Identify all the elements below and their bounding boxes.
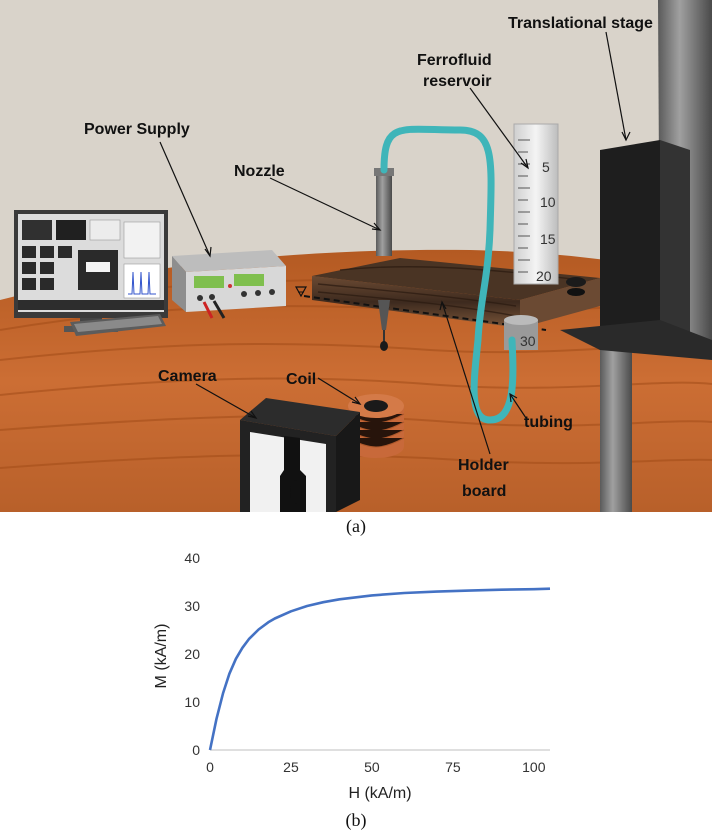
x-tick-label: 100	[522, 759, 546, 775]
camera	[240, 398, 360, 512]
label-coil: Coil	[286, 371, 316, 388]
x-tick-label: 25	[283, 759, 299, 775]
label-tubing: tubing	[524, 414, 573, 431]
label-nozzle: Nozzle	[234, 163, 285, 180]
y-tick-label: 40	[184, 550, 200, 566]
x-tick-label: 0	[206, 759, 214, 775]
translational-stage	[560, 0, 712, 512]
x-tick-label: 75	[445, 759, 461, 775]
y-tick-label: 10	[184, 694, 200, 710]
ruler-mark-20: 20	[536, 268, 552, 284]
panel-b-caption: (b)	[345, 810, 367, 830]
label-camera: Camera	[158, 368, 217, 385]
ruler-mark-5: 5	[542, 159, 550, 175]
y-tick-label: 30	[184, 598, 200, 614]
y-tick-label: 0	[192, 742, 200, 758]
x-axis-label: H (kA/m)	[348, 785, 411, 802]
label-ferrofluid-line2: reservoir	[423, 73, 492, 90]
panel-a-caption: (a)	[346, 516, 366, 536]
setup-illustration: 5 10 15 20 30 Trans	[0, 0, 712, 512]
label-translational-stage: Translational stage	[508, 15, 653, 32]
ruler-mark-15: 15	[540, 231, 556, 247]
ruler-mark-30: 30	[520, 333, 536, 349]
label-holder-line1: Holder	[458, 457, 509, 474]
label-power-supply: Power Supply	[84, 121, 190, 138]
power-supply	[172, 250, 286, 319]
monitor	[14, 210, 168, 336]
x-tick-label: 50	[364, 759, 380, 775]
y-axis-label: M (kA/m)	[153, 624, 170, 689]
ruler-mark-10: 10	[540, 194, 556, 210]
magnetization-curve	[208, 587, 551, 751]
label-holder-line2: board	[462, 483, 506, 500]
y-tick-label: 20	[184, 646, 200, 662]
coil	[347, 394, 405, 458]
annotation-arrows	[159, 31, 631, 455]
tubing	[380, 125, 517, 424]
label-ferrofluid-line1: Ferrofluid	[417, 52, 492, 69]
magnetization-chart: M (kA/m) H (kA/m) 0 25 50 75 100 0 10 20 30 40	[140, 548, 560, 808]
